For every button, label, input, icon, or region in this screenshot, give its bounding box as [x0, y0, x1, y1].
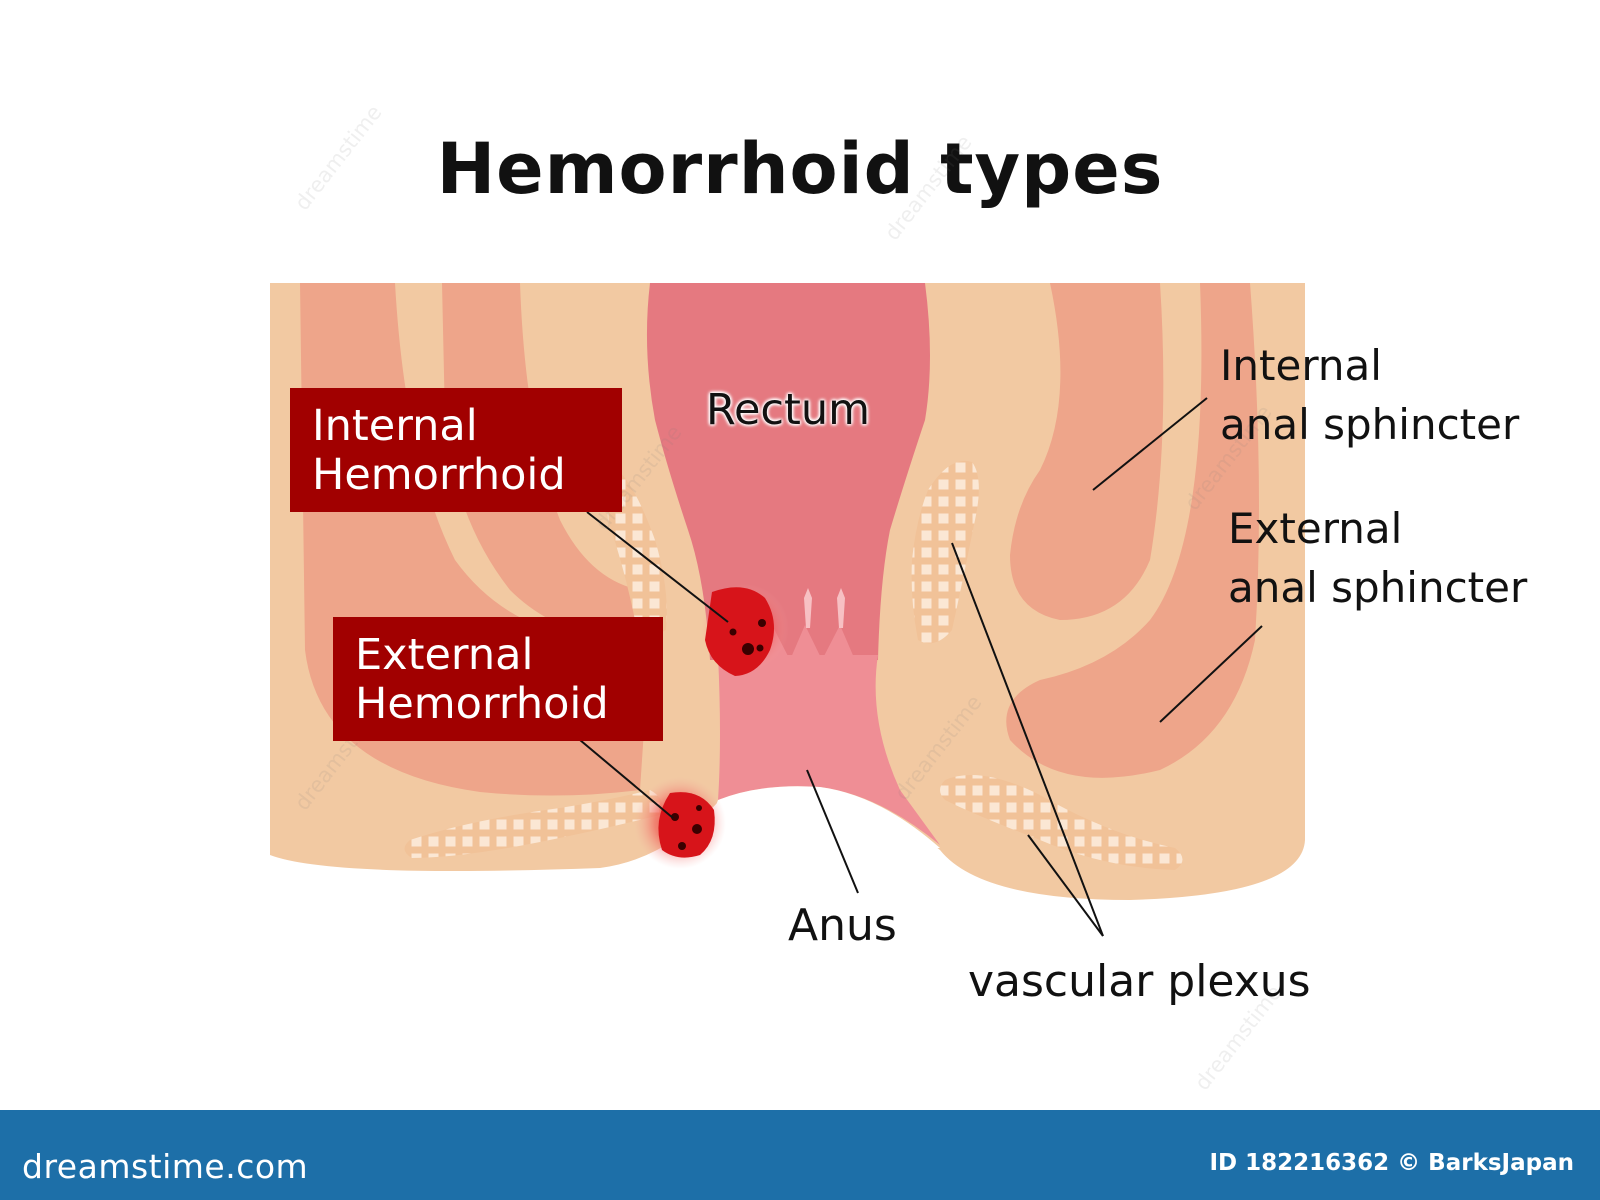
leader-internal-hemorrhoid — [586, 511, 729, 623]
vascular-plexus-label: vascular plexus — [968, 956, 1311, 1007]
footer-bar: dreamstime.com ID 182216362 © BarksJapan — [0, 1110, 1600, 1200]
leader-external-sphincter — [1159, 625, 1263, 723]
right-external-sphincter — [1006, 283, 1259, 778]
internal-anal-sphincter-label: Internal anal sphincter — [1220, 341, 1520, 450]
internal-hemorrhoid — [705, 587, 774, 676]
rectum-label: Rectum — [706, 385, 871, 435]
footer-logo: dreamstime.com — [22, 1147, 309, 1186]
leader-plexus-lower — [1027, 834, 1104, 937]
rectal-columns — [804, 588, 845, 628]
leader-external-hemorrhoid — [579, 739, 674, 819]
leader-plexus-upper — [951, 542, 1104, 937]
anus-opening — [700, 786, 940, 848]
vascular-plexus-upper-right — [911, 460, 979, 644]
leader-internal-sphincter — [1092, 397, 1208, 491]
right-internal-sphincter — [1010, 283, 1164, 620]
external-hemorrhoid-tag: External Hemorrhoid — [333, 617, 663, 741]
rectum — [646, 283, 930, 660]
anus-label: Anus — [788, 900, 897, 951]
internal-hemorrhoid-tag: Internal Hemorrhoid — [290, 388, 622, 512]
footer-credit: ID 182216362 © BarksJapan — [1209, 1150, 1574, 1176]
vascular-plexus-lower-left — [404, 790, 663, 858]
anal-canal — [718, 655, 940, 845]
diagram-title: Hemorrhoid types — [436, 128, 1164, 210]
leader-anus — [806, 769, 859, 894]
vascular-plexus-lower-right — [940, 775, 1183, 870]
external-hemorrhoid — [658, 792, 715, 858]
external-anal-sphincter-label: External anal sphincter — [1228, 504, 1528, 613]
